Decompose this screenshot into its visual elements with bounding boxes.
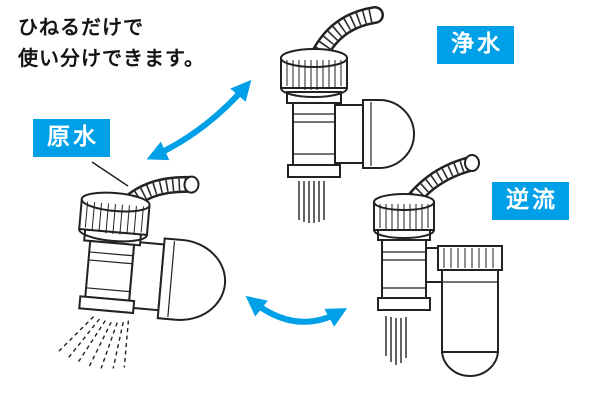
device-body: [286, 91, 342, 178]
knurled-cap: [78, 191, 151, 243]
filter-device-purified-mode: [280, 6, 416, 223]
filter-cartridge: [334, 99, 416, 169]
filter-cartridge: [127, 237, 227, 321]
label-raw-water: 原水: [33, 119, 110, 157]
device-body: [78, 228, 143, 315]
swap-arrow-top-left: [146, 79, 252, 161]
filter-cartridge: [437, 245, 503, 377]
water-stream-straight: [385, 316, 407, 365]
filter-device-raw-mode: [57, 175, 227, 369]
heading-line-2: 使い分けできます。: [18, 46, 205, 70]
heading-text: ひねるだけで 使い分けできます。: [18, 12, 205, 74]
label-purified-water: 浄水: [437, 26, 514, 64]
water-stream-straight: [298, 181, 325, 223]
device-body: [377, 229, 443, 311]
knurled-cap: [373, 193, 435, 239]
filter-device-backflow-mode: [373, 154, 503, 377]
water-spray: [57, 316, 130, 369]
label-backflow: 逆流: [492, 182, 569, 220]
knurled-cap: [280, 48, 348, 98]
heading-line-1: ひねるだけで: [18, 15, 144, 39]
